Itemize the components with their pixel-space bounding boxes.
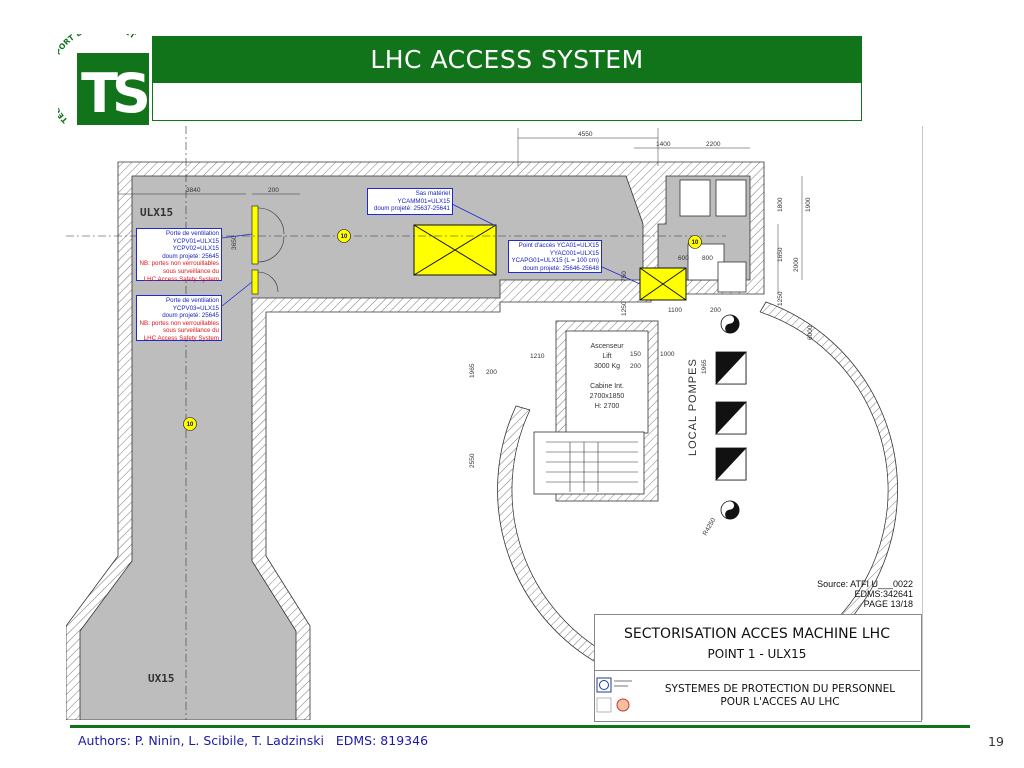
logo-letters: TS xyxy=(81,62,147,125)
caption-materiel-l2: YCAMM01=ULX15 xyxy=(397,197,450,205)
elevator-line6: H: 2700 xyxy=(595,403,620,410)
dim-3650: 3650 xyxy=(231,235,238,250)
caption-vent1-r2: sous surveillance du xyxy=(162,267,219,275)
sector-marker-3: 10 xyxy=(692,240,699,246)
source-line1: Source: ATFI U___0022 xyxy=(817,579,913,589)
ts-department-logo: TECHNICAL SUPPORT DEPARTMENT TS xyxy=(58,34,153,125)
dim-2550: 2550 xyxy=(469,453,476,468)
elevator-line3: 3000 Kg xyxy=(594,363,620,370)
caption-vent2-l3: doum projeté: 25645 xyxy=(162,312,219,320)
caption-vent1-r3: LHC Access Safety System xyxy=(143,275,219,283)
floor-plan: Ascenseur Lift 3000 Kg Cabine Int. 2700x… xyxy=(66,126,923,720)
elevator-line1: Ascenseur xyxy=(590,343,624,350)
pump-symbols xyxy=(715,314,747,520)
title-block-sub: POINT 1 - ULX15 xyxy=(707,647,807,661)
caption-materiel-sas: Sas matériel YCAMM01=ULX15 doum projeté:… xyxy=(367,188,453,215)
slide-title: LHC ACCESS SYSTEM xyxy=(152,36,862,83)
dim-600: 600 xyxy=(678,255,689,262)
dim-1900: 1900 xyxy=(805,197,812,212)
dim-6000: 6000 xyxy=(807,325,814,340)
title-block-main: SECTORISATION ACCES MACHINE LHC xyxy=(624,626,890,642)
caption-vent-door-1: Porte de ventilation YCPV01=ULX15 YCPV02… xyxy=(136,228,222,283)
elevator-line2: Lift xyxy=(602,353,611,360)
caption-vent1-r1: NB: portes non verrouillables xyxy=(139,260,219,268)
local-pompes-label: LOCAL POMPES xyxy=(687,358,699,456)
dim-200b: 200 xyxy=(710,307,721,314)
footer-line xyxy=(70,725,970,728)
dim-1965a: 1965 xyxy=(469,363,476,378)
caption-vent1-l3: YCPV02=ULX15 xyxy=(172,245,219,253)
dim-1650: 1650 xyxy=(777,247,784,262)
dim-1965b: 1965 xyxy=(701,359,708,374)
caption-access-point: Point d'accès YCA01=ULX15 YYAC001=ULX15 … xyxy=(508,240,602,273)
elevator-line5: 2700x1850 xyxy=(590,393,625,400)
dim-800: 800 xyxy=(702,255,713,262)
room-label-ux15: UX15 xyxy=(148,672,175,685)
title-block-sys1: SYSTEMES DE PROTECTION DU PERSONNEL xyxy=(664,683,896,695)
title-block xyxy=(594,614,922,722)
dim-2000: 2000 xyxy=(793,257,800,272)
dim-1210: 1210 xyxy=(530,353,545,360)
cern-logos xyxy=(596,677,632,713)
caption-vent2-r2: sous surveillance du xyxy=(162,327,219,335)
source-line3: PAGE 13/18 xyxy=(863,599,913,609)
title-block-sys2: POUR L'ACCES AU LHC xyxy=(720,696,840,708)
footer-authors: Authors: P. Ninin, L. Scibile, T. Ladzin… xyxy=(78,733,429,748)
caption-materiel-l3: doum projeté: 25637-25641 xyxy=(373,205,450,213)
dim-1100: 1100 xyxy=(668,307,682,314)
caption-vent2-l2: YCPV03=ULX15 xyxy=(172,304,219,312)
caption-vent-door-2: Porte de ventilation YCPV03=ULX15 doum p… xyxy=(136,295,222,342)
caption-vent2-r1: NB: portes non verrouillables xyxy=(139,319,219,327)
caption-materiel-l1: Sas matériel xyxy=(415,190,450,197)
source-note: Source: ATFI U___0022 EDMS:342641 PAGE 1… xyxy=(770,579,913,609)
room-label-ulx15: ULX15 xyxy=(140,206,173,219)
page-number: 19 xyxy=(988,734,1004,749)
caption-vent1-l1: Porte de ventilation xyxy=(166,230,219,237)
elevator-line4: Cabine Int. xyxy=(590,383,624,390)
caption-acces-l3: YCAPG01=ULX15 (L = 100 cm) xyxy=(511,257,599,265)
dim-200: 200 xyxy=(268,187,279,194)
vent-door-2 xyxy=(251,269,259,295)
title-box xyxy=(152,83,862,121)
title-block-divider xyxy=(594,670,920,671)
sector-marker-1: 10 xyxy=(341,234,348,240)
dim-1800: 1800 xyxy=(777,197,784,212)
dim-2200: 2200 xyxy=(706,141,721,148)
dim-3840: 3840 xyxy=(186,187,201,194)
dim-200c: 200 xyxy=(630,363,641,370)
dim-200d: 200 xyxy=(486,369,497,376)
dim-4550: 4550 xyxy=(578,131,593,138)
dim-1250a: 1250 xyxy=(777,291,784,306)
sector-markers: 10 10 10 xyxy=(183,229,702,431)
caption-vent1-l4: doum projeté: 25645 xyxy=(162,252,219,260)
sector-marker-2: 10 xyxy=(187,422,194,428)
caption-acces-l2: YYAC001=ULX15 xyxy=(549,249,599,257)
dim-750: 750 xyxy=(621,271,628,282)
caption-acces-l4: doum projeté: 25646-25648 xyxy=(522,264,599,272)
dim-1250b: 1250 xyxy=(621,301,628,316)
dim-1400: 1400 xyxy=(656,141,671,148)
title-block-system: SYSTEMES DE PROTECTION DU PERSONNEL POUR… xyxy=(640,683,920,709)
source-line2: EDMS:342641 xyxy=(854,589,913,599)
vent-door-1 xyxy=(251,205,259,265)
caption-vent2-r3: LHC Access Safety System xyxy=(143,334,219,342)
caption-acces-l1: Point d'accès YCA01=ULX15 xyxy=(518,242,599,249)
dim-150: 150 xyxy=(630,351,641,358)
caption-vent1-l2: YCPV01=ULX15 xyxy=(172,237,219,245)
dim-1000: 1000 xyxy=(660,351,675,358)
caption-vent2-l1: Porte de ventilation xyxy=(166,297,219,304)
